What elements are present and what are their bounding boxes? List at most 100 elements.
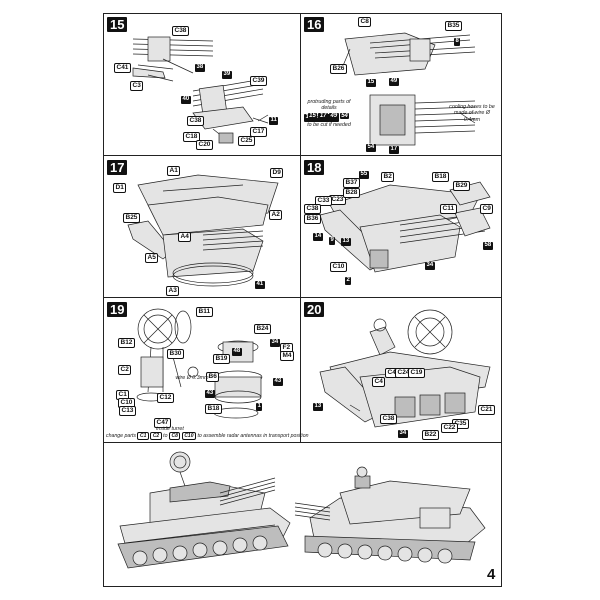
part-label: B24: [254, 324, 271, 334]
part-number: 49: [389, 78, 399, 86]
part-label: B36: [304, 214, 321, 224]
step-number-17: 17: [107, 160, 128, 175]
part-label: B12: [118, 338, 135, 348]
note-line: protruding parts of details: [307, 99, 351, 112]
part-number: 14: [313, 233, 323, 241]
part-number: 48: [232, 348, 242, 356]
note-to-be-cut: to be cut if needed: [304, 122, 354, 128]
part-label: C33: [315, 196, 332, 206]
note-inside-turret: inside turret: [156, 426, 184, 432]
footer-note: change parts C1 C2 to C8 C10 to assemble…: [106, 432, 308, 440]
part-label: B25: [123, 213, 140, 223]
finished-model-view-left: [117, 451, 291, 569]
part-label: C10: [330, 262, 347, 272]
part-label: C18: [183, 132, 200, 142]
footer-note-part: to: [163, 433, 168, 439]
part-label: C1: [137, 432, 149, 440]
note-wire: wire Ø 0.3mm: [175, 375, 209, 381]
part-number: 55: [359, 171, 369, 179]
part-label: C21: [478, 405, 495, 415]
step-number-16: 16: [304, 17, 325, 32]
part-label: B2: [381, 172, 395, 182]
part-label: B11: [196, 307, 213, 317]
part-label: B18: [432, 172, 449, 182]
part-label: M4: [280, 351, 295, 361]
part-number: 9: [329, 237, 336, 245]
part-label: A5: [145, 253, 159, 263]
part-label: C38: [187, 116, 204, 126]
part-number: 49: [329, 112, 339, 119]
part-number: 41: [255, 281, 265, 289]
step-19-drawing: [136, 308, 263, 419]
column-divider: [300, 13, 301, 442]
part-label: B18: [205, 404, 222, 414]
step-16-drawing: [339, 32, 476, 146]
step-number-18: 18: [304, 160, 325, 175]
step-20-drawing: [319, 309, 491, 428]
part-label: C25: [238, 136, 255, 146]
part-label: B22: [422, 430, 439, 440]
part-label: C17: [250, 127, 267, 137]
part-number: 34: [425, 262, 435, 270]
part-number: 1: [256, 403, 263, 411]
part-label: D9: [270, 168, 284, 178]
part-number: 40: [181, 96, 191, 104]
footer-note-part: change parts: [106, 433, 136, 439]
part-label: B37: [343, 178, 360, 188]
part-label: C8: [168, 432, 181, 440]
step-15-drawing: [132, 36, 269, 144]
part-number: 38: [195, 64, 205, 72]
part-label: C38: [380, 414, 397, 424]
part-number: 15: [366, 79, 376, 87]
part-number: 54: [366, 144, 376, 152]
part-label: A4: [178, 232, 192, 242]
part-number: 13: [341, 238, 351, 246]
part-label: C22: [441, 423, 458, 433]
part-number: 54: [339, 112, 350, 119]
part-number: 43: [273, 378, 283, 386]
part-number: 11: [269, 117, 279, 125]
part-label: C38: [304, 204, 321, 214]
part-label: B29: [453, 181, 470, 191]
row-divider-3: [103, 442, 501, 443]
part-label: C12: [157, 393, 174, 403]
part-label: B6: [206, 372, 220, 382]
part-label: C47: [154, 418, 171, 428]
footer-note-part: to assemble radar antennas in transport …: [197, 433, 309, 439]
step-18-drawing: [319, 181, 491, 273]
part-number: 34: [398, 430, 408, 438]
part-number: 17: [389, 146, 399, 154]
note-cooling-hoses: cooling hoses to be made of wire Ø 0.4mm: [448, 104, 496, 123]
part-label: B35: [445, 21, 462, 31]
note-line: cooling hoses to be made of wire Ø 0.4mm: [449, 104, 495, 123]
part-label: B28: [343, 188, 360, 198]
step-17-drawing: [127, 174, 279, 287]
part-label: C38: [172, 26, 189, 36]
part-label: C13: [119, 406, 136, 416]
part-number: 15: [307, 112, 318, 119]
row-divider-2: [103, 297, 501, 298]
part-number: 43: [205, 390, 215, 398]
step-number-20: 20: [304, 302, 325, 317]
part-number: 17: [318, 112, 328, 119]
step-number-15: 15: [107, 17, 128, 32]
part-label: A2: [269, 210, 283, 220]
part-number: 2: [345, 277, 352, 285]
step-number-19: 19: [107, 302, 128, 317]
part-label: C11: [440, 204, 457, 214]
part-label: C2: [150, 432, 162, 440]
part-number: 58: [483, 242, 493, 250]
part-label: B19: [213, 354, 230, 364]
part-label: C9: [480, 204, 494, 214]
part-label: C10: [181, 432, 196, 440]
finished-model-view-right: [294, 466, 486, 564]
part-number: 8: [454, 38, 461, 46]
part-label: C41: [114, 63, 131, 73]
part-label: C2: [118, 365, 132, 375]
part-label: D1: [113, 183, 127, 193]
part-label: C19: [408, 368, 425, 378]
note-line: to be cut if needed: [307, 122, 351, 128]
part-number: 13: [313, 403, 323, 411]
part-label: C8: [358, 17, 372, 27]
